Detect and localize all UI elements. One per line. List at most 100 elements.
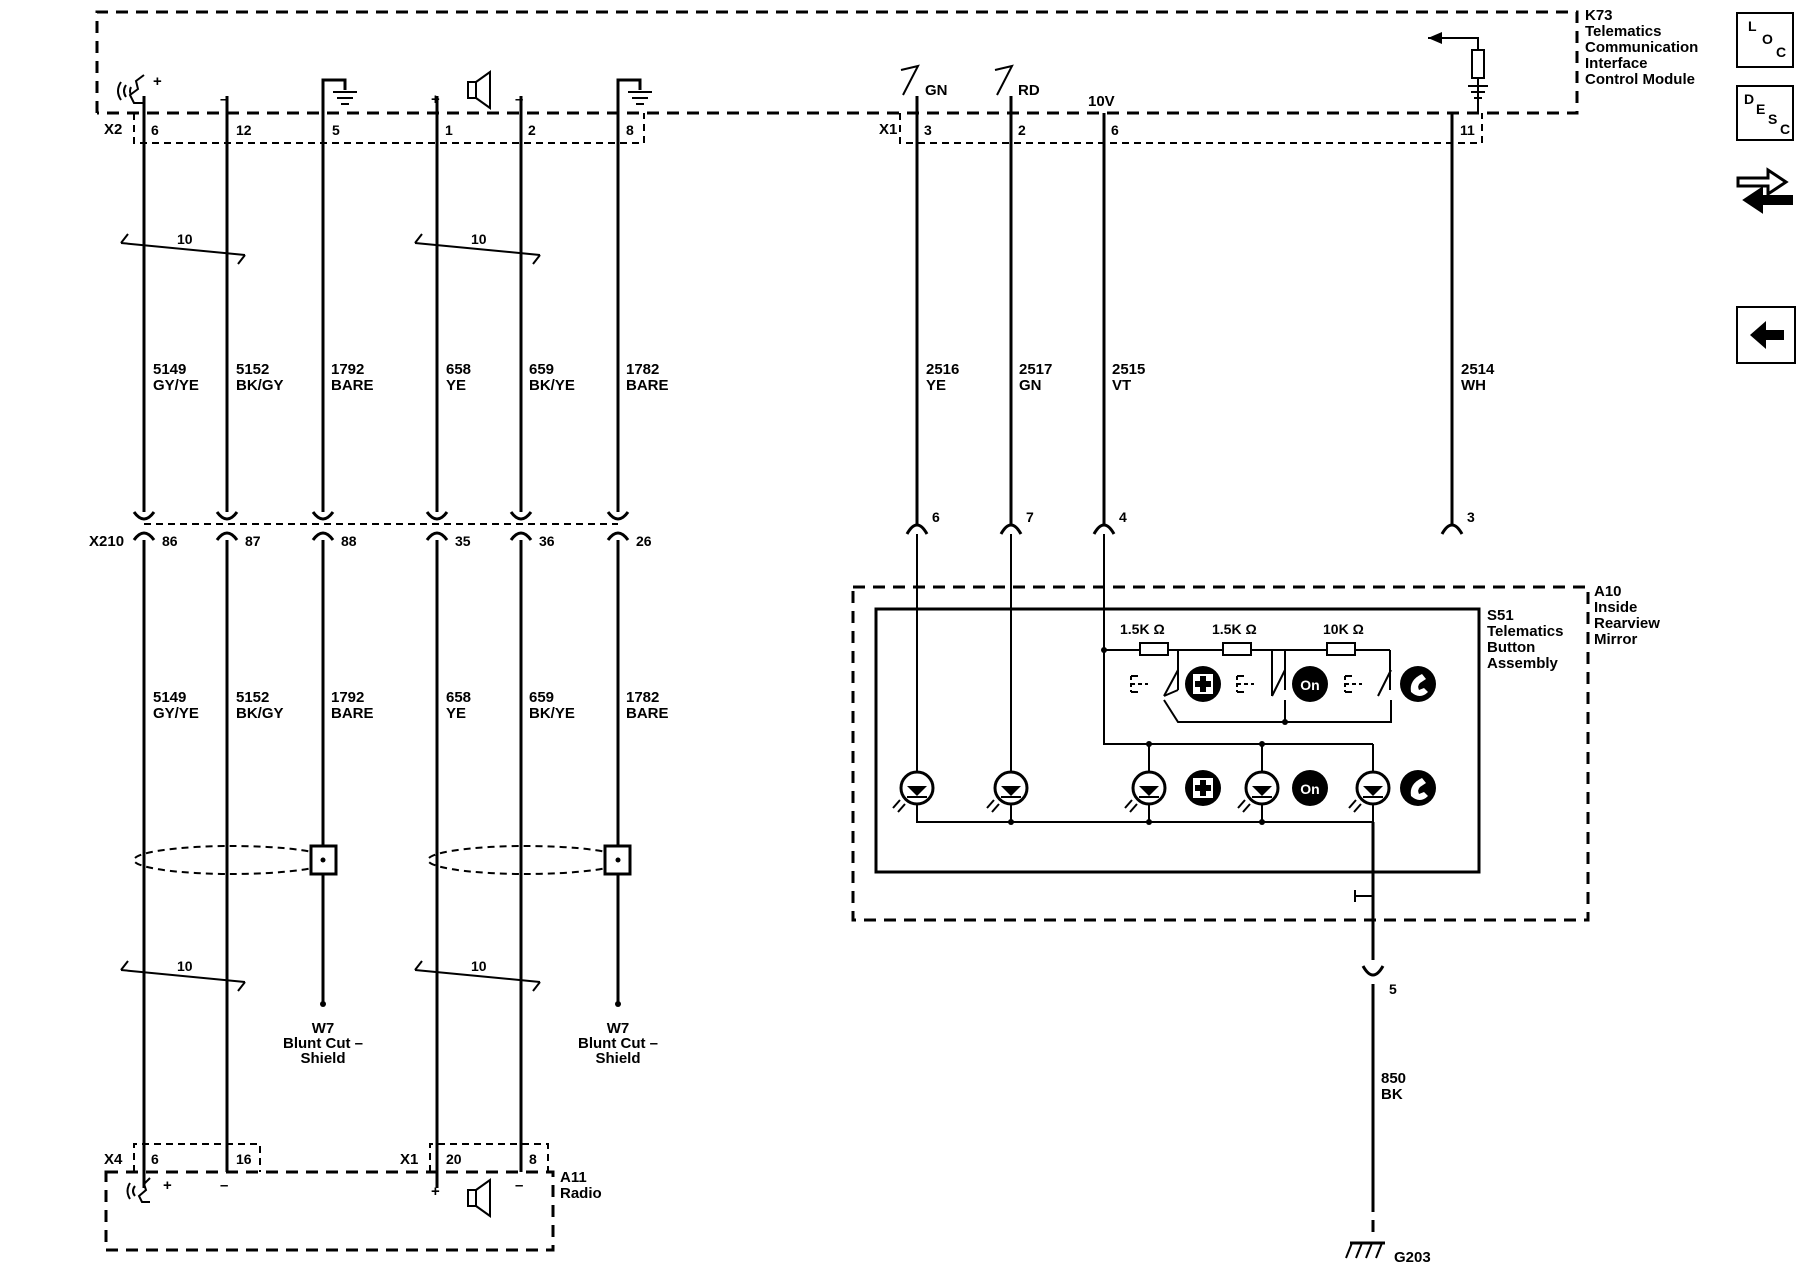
- wire-color: YE: [446, 705, 466, 722]
- s51-name-line-3: Assembly: [1487, 655, 1559, 672]
- x210-pin: 36: [539, 533, 555, 549]
- k73-x2-connector-boundary: [133, 113, 645, 144]
- led-icon: [986, 770, 1029, 813]
- k73-id: K73: [1585, 7, 1613, 24]
- shield-end: [320, 1001, 326, 1007]
- connector-icon: [1736, 167, 1793, 214]
- twisted-pair-marker: [414, 960, 541, 992]
- led-icon: [1348, 770, 1391, 813]
- led-icon: [1124, 770, 1167, 813]
- k73-name-line-2: Communication: [1585, 39, 1698, 56]
- switch-icon: [1344, 669, 1392, 697]
- wire-circuit: 2517: [1019, 361, 1052, 378]
- connector-view-button[interactable]: [1734, 158, 1796, 220]
- phone-button-icon: [1400, 666, 1436, 702]
- a11-name: Radio: [560, 1185, 602, 1202]
- a10-module-boundary: [851, 585, 1590, 922]
- switch-icon: [900, 64, 920, 96]
- mic-minus-label: –: [220, 91, 228, 108]
- x210-pin: 88: [341, 533, 357, 549]
- k73-name-line-4: Control Module: [1585, 71, 1695, 88]
- a10-id: A10: [1594, 583, 1622, 600]
- connector-icon: [132, 511, 630, 541]
- cross-button-icon: [1185, 666, 1221, 702]
- wire-color: GY/YE: [153, 705, 199, 722]
- wire-color: BARE: [331, 377, 374, 394]
- wire-color: BK/GY: [236, 377, 284, 394]
- resistor: [1222, 642, 1252, 656]
- radio-x4-label: X4: [104, 1151, 123, 1168]
- wire-color: GN: [1019, 377, 1042, 394]
- a10-name-line-3: Mirror: [1594, 631, 1638, 648]
- wire-circuit: 659: [529, 689, 554, 706]
- back-arrow-icon: [1750, 321, 1784, 349]
- k73-x2-pin: 1: [445, 122, 453, 138]
- radio-x1-label: X1: [400, 1151, 418, 1168]
- speaker-minus-label: –: [515, 1177, 523, 1194]
- wire-circuit: 5152: [236, 361, 269, 378]
- s51-name-line-2: Button: [1487, 639, 1535, 656]
- shield-line-2: Shield: [300, 1050, 345, 1067]
- a11-id: A11: [560, 1169, 587, 1186]
- mirror-pin: 6: [932, 509, 940, 525]
- microphone-icon: [126, 1177, 151, 1203]
- k73-x1-pin: 3: [924, 122, 932, 138]
- radio-x1-connector-boundary: [429, 1143, 549, 1172]
- ground-pin: 5: [1389, 981, 1397, 997]
- k73-x2-pin: 5: [332, 122, 340, 138]
- mirror-pin: 4: [1119, 509, 1127, 525]
- resistor: [1139, 642, 1169, 656]
- shield-line-2: Shield: [595, 1050, 640, 1067]
- desc-letter: D: [1744, 91, 1755, 107]
- shield-id: W7: [607, 1020, 630, 1037]
- cable-shield: [427, 844, 632, 876]
- radio-x1-pin: 8: [529, 1151, 537, 1167]
- wire-circuit: 2516: [926, 361, 959, 378]
- wire-circuit: 659: [529, 361, 554, 378]
- speaker-minus-label: –: [515, 91, 523, 108]
- k73-x1-pin: 6: [1111, 122, 1119, 138]
- resistor: [1326, 642, 1356, 656]
- x210-pin: 26: [636, 533, 652, 549]
- s51-assembly-boundary: [874, 607, 1481, 874]
- mic-minus-label: –: [220, 1177, 228, 1194]
- radio-x1-pin: 20: [446, 1151, 462, 1167]
- wire-color: BK/YE: [529, 705, 575, 722]
- twist-label: 10: [471, 231, 487, 247]
- onstar-button-icon: On: [1292, 666, 1328, 702]
- wire-color: BK/GY: [236, 705, 284, 722]
- led-label-gn: GN: [925, 82, 948, 99]
- led-icon: [892, 770, 935, 813]
- k73-name-line-1: Telematics: [1585, 23, 1661, 40]
- description-view-button[interactable]: D E S C: [1736, 85, 1794, 141]
- resistor-label: 1.5K Ω: [1212, 621, 1257, 637]
- loc-letter: C: [1776, 44, 1787, 60]
- radio-x4-pin: 6: [151, 1151, 159, 1167]
- location-view-button[interactable]: L O C: [1736, 12, 1794, 68]
- twisted-pair-marker: [120, 233, 246, 265]
- k73-x1-connector-boundary: [899, 113, 1483, 144]
- wire-color: YE: [446, 377, 466, 394]
- wire-circuit: 1782: [626, 689, 659, 706]
- k73-x2-pin: 12: [236, 122, 252, 138]
- phone-button-icon: [1400, 770, 1436, 806]
- back-button[interactable]: [1736, 306, 1796, 364]
- led-label-rd: RD: [1018, 82, 1040, 99]
- component-connector-icon: [1361, 965, 1385, 977]
- shield-id: W7: [312, 1020, 335, 1037]
- svg-text:On: On: [1300, 781, 1319, 797]
- mic-plus-label: +: [153, 73, 162, 90]
- ground-icon: [1345, 1241, 1385, 1259]
- switch-icon: [1130, 669, 1179, 697]
- wire-color: YE: [926, 377, 946, 394]
- loc-letter: O: [1762, 31, 1773, 47]
- switch-icon: [994, 64, 1014, 96]
- twist-label: 10: [177, 958, 193, 974]
- s51-id: S51: [1487, 607, 1514, 624]
- k73-module-boundary: [95, 10, 1579, 115]
- k73-x1-pin: 2: [1018, 122, 1026, 138]
- speaker-icon: [467, 1178, 491, 1218]
- x210-pin: 86: [162, 533, 178, 549]
- voltage-label: 10V: [1088, 93, 1115, 110]
- wire-circuit: 658: [446, 361, 471, 378]
